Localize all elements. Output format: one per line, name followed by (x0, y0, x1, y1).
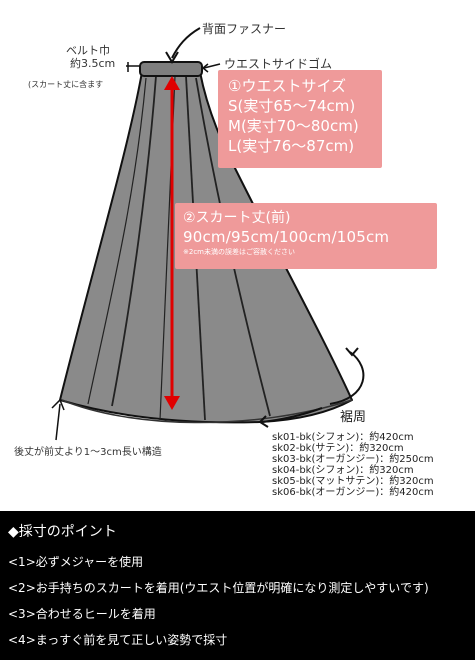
waist-size-m: M(実寸70～80cm) (228, 117, 359, 135)
back-length-note: 後丈が前丈より1～3cm長い構造 (14, 447, 162, 458)
hem-curve (329, 351, 365, 405)
waist-size-box: ①ウエストサイズ S(実寸65～74cm) M(実寸70～80cm) L(実寸7… (218, 70, 382, 168)
hem-list-item: sk01-bk(シフォン)：約420cm (272, 432, 414, 443)
zipper-arrow (171, 27, 201, 59)
skirt-length-values: 90cm/95cm/100cm/105cm (183, 228, 390, 246)
back-zipper-label: 背面ファスナー (202, 22, 287, 36)
tips-title: ◆採寸のポイント (8, 524, 117, 540)
waist-rubber-label: ウエストサイドゴム (224, 57, 333, 71)
tips-panel: ◆採寸のポイント <1>必ずメジャーを使用 <2>お手持ちのスカートを着用(ウエ… (0, 511, 475, 660)
waist-size-l: L(実寸76～87cm) (228, 137, 355, 155)
hem-list-item: sk02-bk(サテン)：約320cm (272, 443, 404, 454)
hem-list-item: sk06-bk(オーガンジー)：約420cm (272, 487, 434, 498)
hem-list-item: sk04-bk(シフォン)：約320cm (272, 465, 414, 476)
tip-item: <1>必ずメジャーを使用 (8, 555, 144, 569)
waist-size-title: ①ウエストサイズ (228, 77, 346, 95)
waist-size-s: S(実寸65～74cm) (228, 97, 356, 115)
tip-item: <2>お手持ちのスカートを着用(ウエスト位置が明確になり測定しやすいです) (8, 581, 429, 595)
skirt-length-box: ②スカート丈(前) 90cm/95cm/100cm/105cm ※2cm未満の誤… (175, 203, 437, 269)
hem-list: sk01-bk(シフォン)：約420cm sk02-bk(サテン)：約320cm… (272, 432, 434, 498)
hem-label: 裾周 (340, 410, 367, 425)
waistband (139, 61, 203, 77)
skirt-length-note: ※2cm未満の誤差はご容赦ください (183, 248, 295, 256)
tip-item: <4>まっすぐ前を見て正しい姿勢で採寸 (8, 633, 228, 647)
belt-width-label: ベルト巾 (66, 44, 110, 57)
belt-width-note: (スカート丈に含ます (28, 80, 104, 89)
hem-list-item: sk03-bk(オーガンジー)：約250cm (272, 454, 434, 465)
tip-item: <3>合わせるヒールを着用 (8, 607, 156, 621)
hem-list-item: sk05-bk(マットサテン)：約320cm (272, 476, 434, 487)
skirt-length-title: ②スカート丈(前) (183, 210, 291, 226)
belt-width-value: 約3.5cm (70, 57, 116, 70)
